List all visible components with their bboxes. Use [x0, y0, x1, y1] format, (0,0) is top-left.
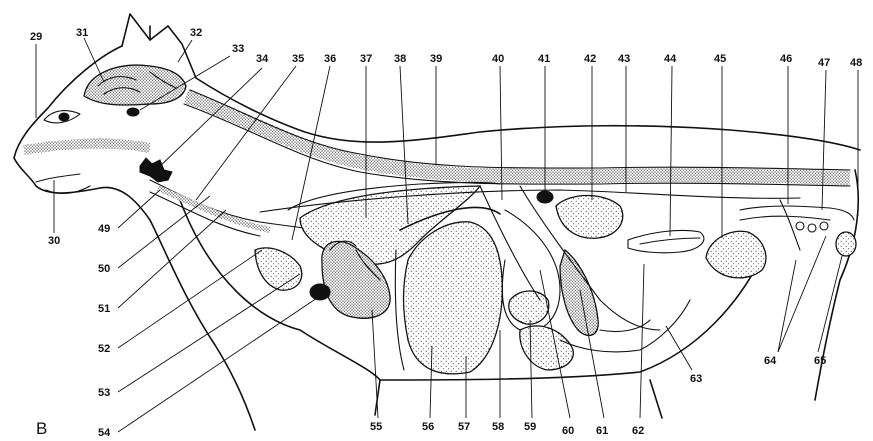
- label-50: 50: [98, 263, 110, 275]
- label-61: 61: [596, 425, 608, 437]
- nasal-cavity: [24, 144, 150, 150]
- stomach: [502, 210, 560, 331]
- label-47: 47: [818, 57, 830, 69]
- label-59: 59: [524, 421, 536, 433]
- label-48: 48: [850, 57, 862, 69]
- label-42: 42: [584, 53, 596, 65]
- label-37: 37: [360, 53, 372, 65]
- label-41: 41: [538, 53, 550, 65]
- label-31: 31: [76, 27, 88, 39]
- label-62: 62: [632, 425, 644, 437]
- label-35: 35: [292, 53, 304, 65]
- brain: [84, 65, 186, 116]
- label-63: 63: [690, 373, 702, 385]
- label-32: 32: [190, 27, 202, 39]
- label-64: 64: [764, 355, 777, 367]
- label-55: 55: [370, 421, 382, 433]
- label-40: 40: [492, 53, 504, 65]
- label-45: 45: [714, 53, 726, 65]
- label-60: 60: [562, 425, 574, 437]
- label-38: 38: [394, 53, 406, 65]
- label-44: 44: [664, 53, 677, 65]
- label-54: 54: [98, 427, 111, 439]
- eye: [44, 111, 80, 123]
- label-33: 33: [232, 43, 244, 55]
- label-43: 43: [618, 53, 630, 65]
- label-58: 58: [492, 421, 504, 433]
- panel-letter: B: [36, 419, 47, 438]
- uterus-horn: [628, 230, 704, 252]
- label-29: 29: [30, 31, 42, 43]
- label-36: 36: [324, 53, 336, 65]
- label-34: 34: [256, 53, 269, 65]
- organ-42: [556, 196, 623, 239]
- spinal-cord: [184, 90, 850, 186]
- label-46: 46: [780, 53, 792, 65]
- label-51: 51: [98, 303, 110, 315]
- label-49: 49: [98, 223, 110, 235]
- label-65: 65: [814, 355, 826, 367]
- label-30: 30: [48, 235, 60, 247]
- label-53: 53: [98, 387, 110, 399]
- label-39: 39: [430, 53, 442, 65]
- bladder: [706, 231, 766, 278]
- kidney: [537, 191, 553, 203]
- label-57: 57: [458, 421, 470, 433]
- label-52: 52: [98, 343, 110, 355]
- label-56: 56: [422, 421, 434, 433]
